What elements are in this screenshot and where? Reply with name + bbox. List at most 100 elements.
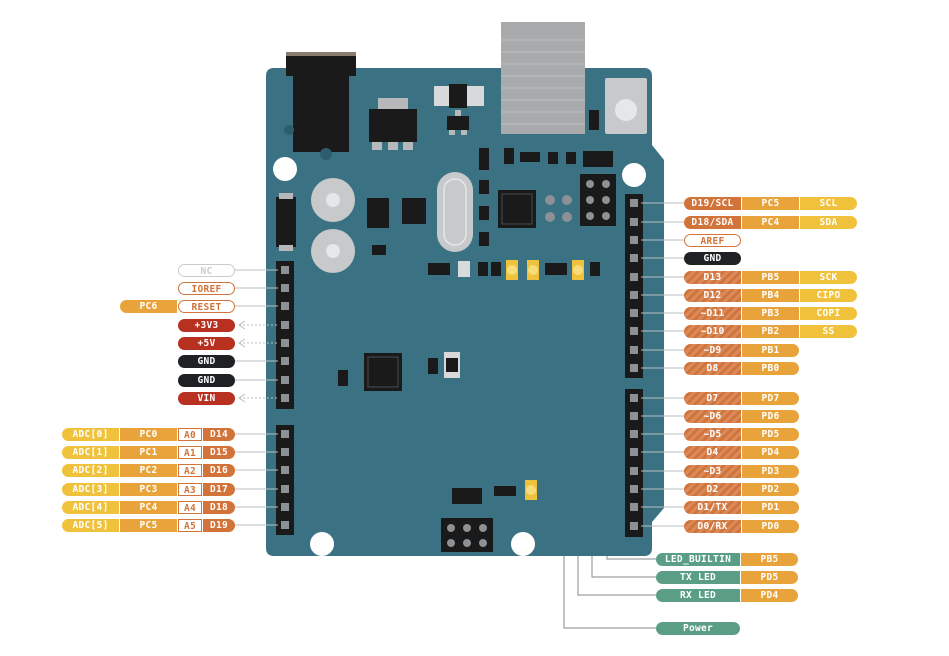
pin-label-right: SDA [800, 216, 857, 229]
pin-label-right: PD2 [742, 483, 799, 496]
header-pin [281, 466, 289, 474]
microcontroller [364, 353, 402, 391]
pin-label-right: PB3 [742, 307, 799, 320]
header-pin [630, 218, 638, 226]
pin-label-left: A2 [178, 464, 202, 477]
header-pin [630, 522, 638, 530]
pin-label-right: PB0 [742, 362, 799, 375]
pin-label-left: GND [178, 374, 235, 387]
header-pin [630, 291, 638, 299]
header-pin [281, 266, 289, 274]
header-pin [630, 430, 638, 438]
pin-label-left: D15 [203, 446, 235, 459]
usb-connector [501, 22, 585, 134]
header-pin [281, 521, 289, 529]
led-label: PD4 [741, 589, 798, 602]
header-pin [630, 273, 638, 281]
pin-label-left: D16 [203, 464, 235, 477]
pin-label-left: ADC[3] [62, 483, 119, 496]
header-pin [281, 339, 289, 347]
pin-label-left: ADC[5] [62, 519, 119, 532]
header-pin [630, 503, 638, 511]
header-pin [630, 467, 638, 475]
header-pin [630, 412, 638, 420]
pin-label-right: PD7 [742, 392, 799, 405]
pin-label-right: D4 [684, 446, 741, 459]
header-pin [630, 199, 638, 207]
pin-label-right: SS [800, 325, 857, 338]
pin-label-right: PB4 [742, 289, 799, 302]
pin-label-left: +3V3 [178, 319, 235, 332]
mounting-hole [622, 163, 646, 187]
pin-label-right: PD6 [742, 410, 799, 423]
pin-label-right: D1/TX [684, 501, 741, 514]
header-pin [630, 485, 638, 493]
header-pin [281, 430, 289, 438]
pin-label-left: PC5 [120, 519, 177, 532]
led-label: LED_BUILTIN [656, 553, 740, 566]
pin-label-left: A3 [178, 483, 202, 496]
header-pin [630, 254, 638, 262]
pin-label-right: D19/SCL [684, 197, 741, 210]
analog-header [276, 425, 294, 535]
pin-label-right: ~D9 [684, 344, 741, 357]
header-pin [630, 236, 638, 244]
pin-label-right: SCL [800, 197, 857, 210]
pin-label-right: PB5 [742, 271, 799, 284]
pin-label-right: D8 [684, 362, 741, 375]
pin-label-left: ADC[2] [62, 464, 119, 477]
pin-label-left: A1 [178, 446, 202, 459]
pin-label-right: PD1 [742, 501, 799, 514]
pin-label-left: GND [178, 355, 235, 368]
digital-header-low [625, 389, 643, 537]
header-pin [281, 284, 289, 292]
pin-label-right: AREF [684, 234, 741, 247]
pin-label-left: ADC[4] [62, 501, 119, 514]
pin-label-left: ADC[1] [62, 446, 119, 459]
arrow-icon [238, 393, 246, 403]
led-label: PD5 [741, 571, 798, 584]
pin-label-right: D18/SDA [684, 216, 741, 229]
pin-label-left: PC2 [120, 464, 177, 477]
pin-label-right: PD5 [742, 428, 799, 441]
arrow-icon [238, 320, 246, 330]
pin-label-left: PC0 [120, 428, 177, 441]
header-pin [281, 302, 289, 310]
led-label: Power [656, 622, 740, 635]
power-header [276, 261, 294, 409]
pin-label-left: PC1 [120, 446, 177, 459]
header-pin [281, 394, 289, 402]
pin-label-right: ~D6 [684, 410, 741, 423]
pin-label-left: PC6 [120, 300, 177, 313]
header-pin [281, 448, 289, 456]
pin-label-left: PC3 [120, 483, 177, 496]
pin-label-right: D7 [684, 392, 741, 405]
pin-label-left: ADC[0] [62, 428, 119, 441]
header-pin [281, 503, 289, 511]
pin-label-right: PC5 [742, 197, 799, 210]
pin-label-left: D17 [203, 483, 235, 496]
header-pin [630, 448, 638, 456]
pin-label-left: A5 [178, 519, 202, 532]
header-pin [281, 376, 289, 384]
pin-label-right: ~D11 [684, 307, 741, 320]
pin-label-right: COPI [800, 307, 857, 320]
right-leader-lines [641, 202, 684, 527]
pin-label-left: +5V [178, 337, 235, 350]
voltage-regulator [369, 109, 417, 142]
mounting-hole [273, 157, 297, 181]
left-leader-lines [235, 269, 278, 526]
pin-label-right: GND [684, 252, 741, 265]
pin-label-right: D2 [684, 483, 741, 496]
arrow-icon [238, 338, 246, 348]
mounting-hole [310, 532, 334, 556]
pin-label-right: PC4 [742, 216, 799, 229]
header-pin [281, 357, 289, 365]
pin-label-left: D18 [203, 501, 235, 514]
header-pin [630, 327, 638, 335]
pin-label-right: D13 [684, 271, 741, 284]
pin-label-left: NC [178, 264, 235, 277]
led-label: TX LED [656, 571, 740, 584]
pin-label-right: PB1 [742, 344, 799, 357]
